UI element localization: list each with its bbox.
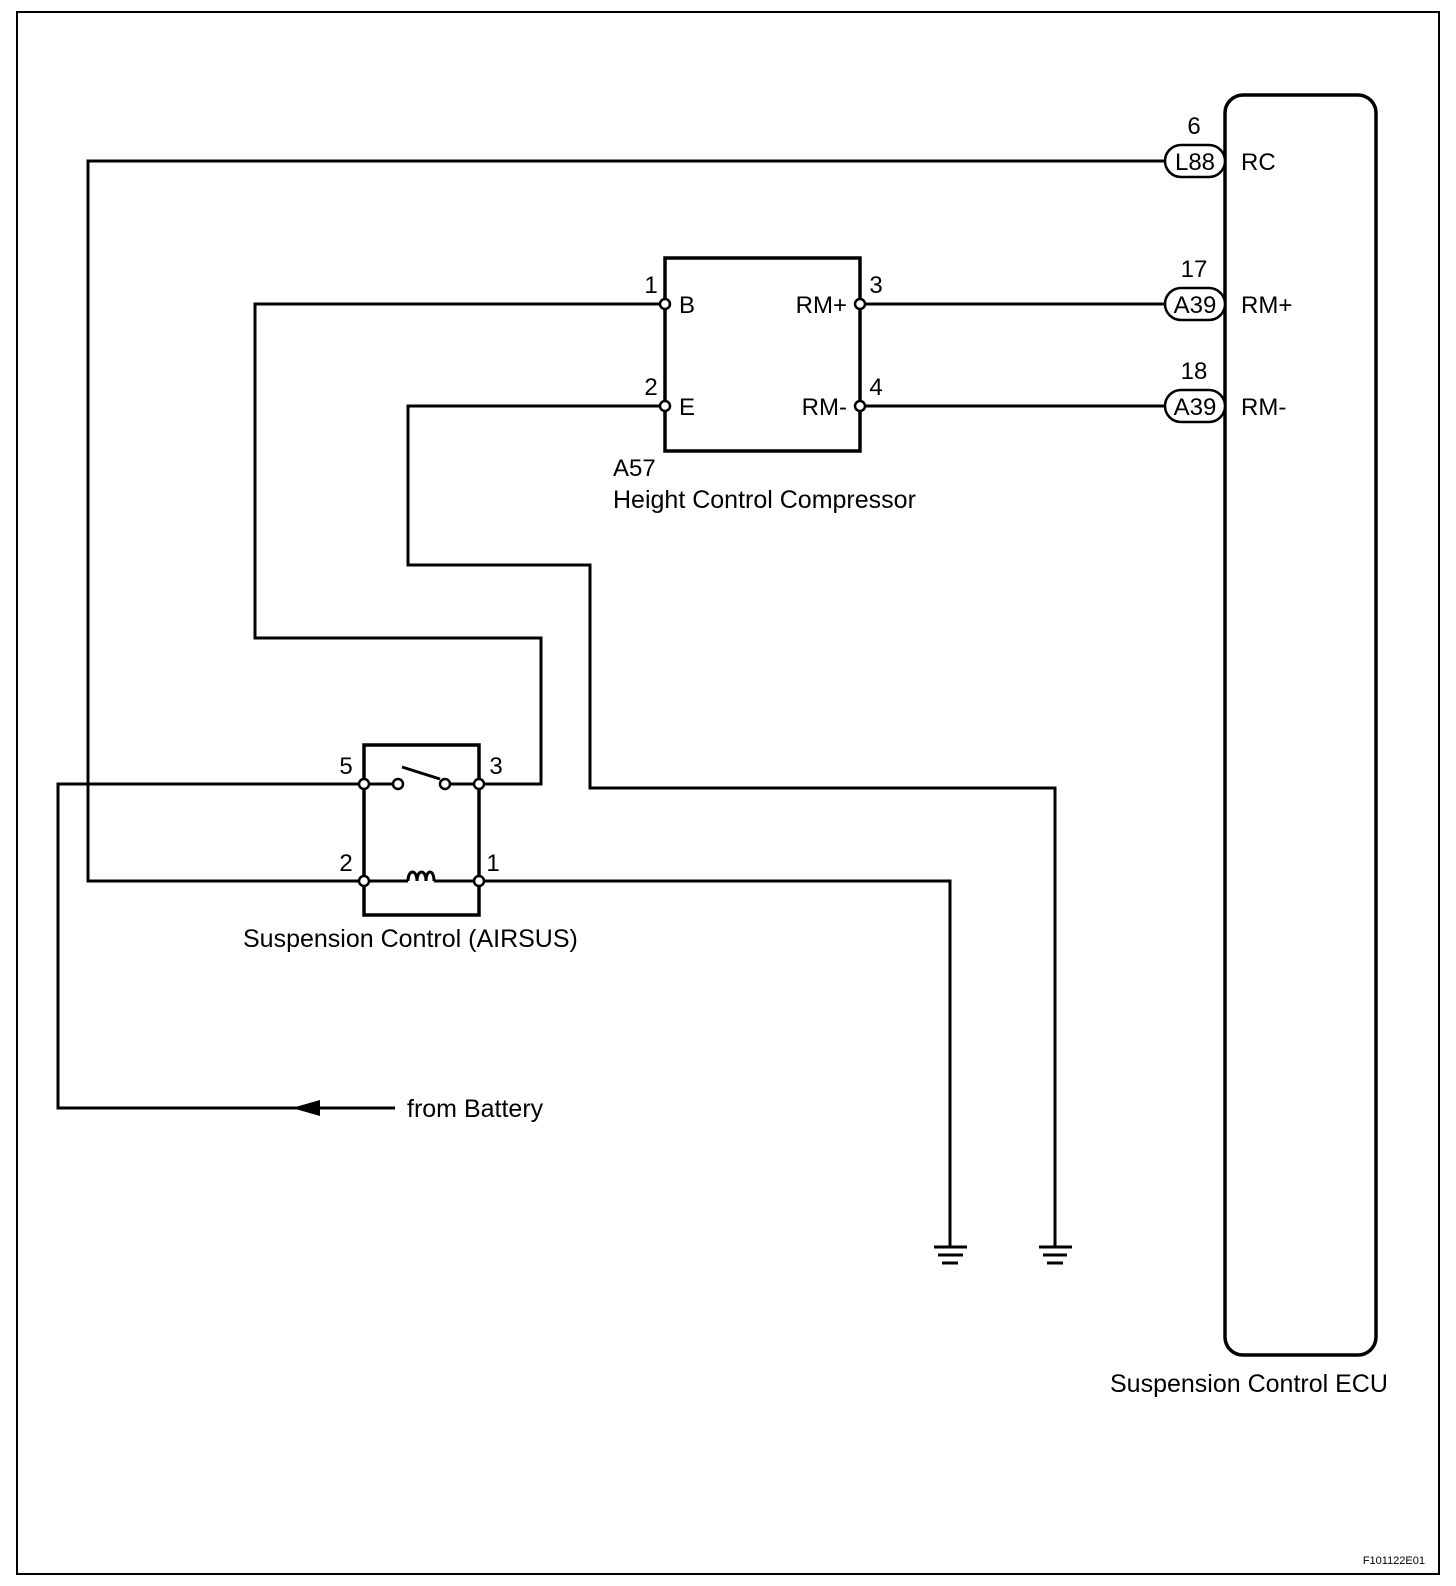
wire-battery [56,782,395,1110]
diagram-frame [16,11,1440,1575]
pin-terminal [853,399,867,413]
connector-code: L88 [1175,149,1215,176]
ecu-terminal-label: RM+ [1241,292,1292,319]
connector-code: A39 [1174,292,1217,319]
pin-terminal [853,297,867,311]
ecu-pin-number: 6 [1187,113,1200,140]
coil-icon [364,870,479,883]
pin-label: RM- [802,394,847,421]
relay-pin-number: 2 [339,850,352,877]
ecu-terminal-label: RC [1241,149,1276,176]
ecu-pin-number: 17 [1181,256,1208,283]
pin-terminal [658,297,672,311]
pin-label: E [679,394,695,421]
wire-relay-pin1-ground [479,879,952,1247]
relay-box [362,743,481,917]
connector-code: A39 [1174,394,1217,421]
wire-b [253,302,665,786]
pin-number: 2 [644,374,657,401]
battery-arrow-icon [292,1100,320,1116]
compressor-box [663,256,862,453]
connector-oval [1163,388,1227,424]
connector-oval [1163,286,1227,322]
figure-id: F101122E01 [1363,1555,1425,1567]
relay-name: Suspension Control (AIRSUS) [243,925,578,953]
battery-label: from Battery [407,1095,544,1123]
connector-oval [1163,143,1227,179]
relay-pin-number: 5 [339,753,352,780]
ecu-box [1223,93,1378,1357]
relay-pin-number: 1 [486,850,499,877]
wire-rc [86,159,1165,883]
pin-label: RM+ [796,292,847,319]
pin-terminal [357,874,371,888]
ground-icon [934,1245,967,1265]
pin-terminal [357,777,371,791]
pin-terminal [472,874,486,888]
relay-pin-number: 3 [489,753,502,780]
compressor-name: Height Control Compressor [613,486,916,514]
wire-e-ground [406,404,1057,1247]
pin-number: 1 [644,272,657,299]
ecu-pin-number: 18 [1181,358,1208,385]
compressor-code: A57 [613,455,656,482]
ecu-name: Suspension Control ECU [1110,1370,1388,1398]
pin-number: 3 [869,272,882,299]
pin-number: 4 [869,374,882,401]
pin-label: B [679,292,695,319]
pin-terminal [658,399,672,413]
ground-icon [1039,1245,1072,1265]
pin-terminal [472,777,486,791]
ecu-terminal-label: RM- [1241,394,1286,421]
